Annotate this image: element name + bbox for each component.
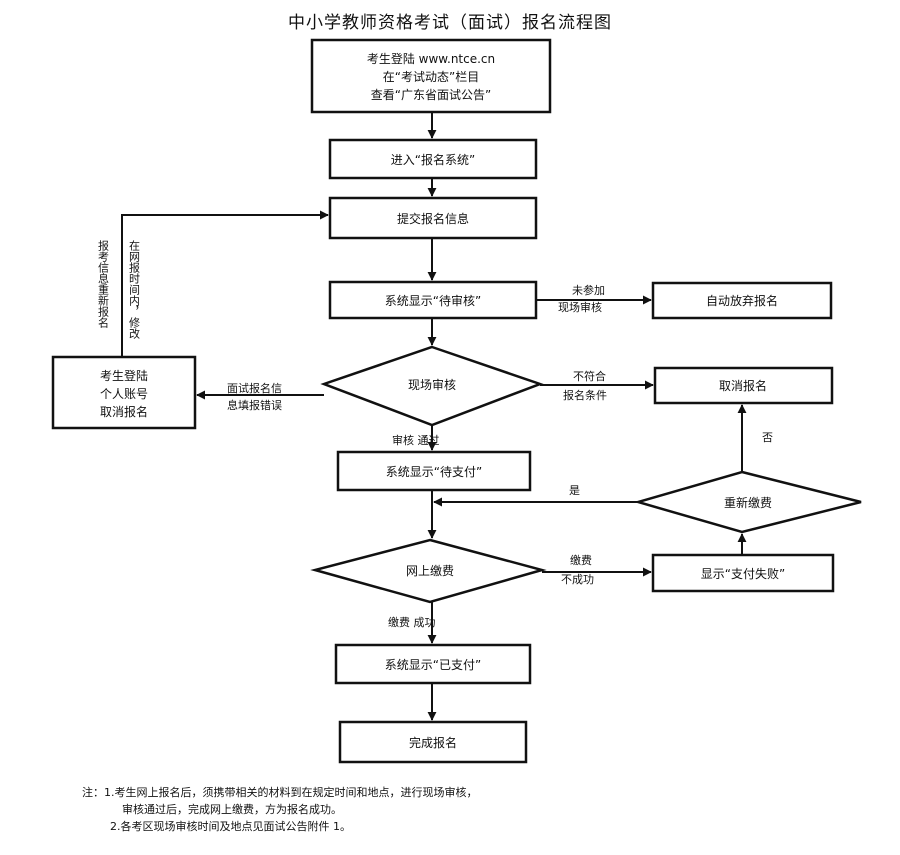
online-payment-diamond <box>310 538 547 604</box>
auto-abandon-box <box>651 281 833 320</box>
edge-label-not-qualified-1: 不符合 <box>573 369 606 383</box>
enter-system-label: 进入“报名系统” <box>391 152 475 167</box>
submit-info-box <box>328 196 538 240</box>
edge-label-yes: 是 <box>569 484 580 497</box>
login-cancel-line3: 取消报名 <box>100 404 148 419</box>
login-site-box <box>310 38 552 114</box>
edge-label-not-qualified-2: 报名条件 <box>563 388 607 402</box>
edge-label-review-pass: 审核 通过 <box>392 433 440 447</box>
repay-diamond <box>633 470 862 534</box>
edge-label-info-error-1: 面试报名信 <box>227 381 282 395</box>
edge-login-cancel-to-submit <box>121 210 329 357</box>
login-site-line3: 查看“广东省面试公告” <box>371 87 491 102</box>
edge-label-not-attend-1: 未参加 <box>572 283 605 297</box>
cancel-registration-label: 取消报名 <box>719 378 767 393</box>
paid-label: 系统显示“已支付” <box>385 658 481 672</box>
pending-review-label: 系统显示“待审核” <box>385 293 481 308</box>
ntce-link[interactable]: www.ntce.cn <box>419 52 495 66</box>
cancel-registration-box <box>653 366 834 405</box>
edge-label-pay-fail-2: 不成功 <box>561 573 594 586</box>
edge-label-no: 否 <box>762 431 773 444</box>
onsite-review-label: 现场审核 <box>408 377 456 392</box>
repay-label: 重新缴费 <box>724 495 772 510</box>
pending-payment-box <box>336 450 532 492</box>
pending-payment-label: 系统显示“待支付” <box>386 465 482 479</box>
edge-label-pay-fail-1: 缴费 <box>570 553 592 567</box>
footnotes: 注：1.考生网上报名后，须携带相关的材料到在规定时间和地点，进行现场审核， 审核… <box>82 784 478 835</box>
note-line-3: 2.各考区现场审核时间及地点见面试公告附件 1。 <box>110 820 351 833</box>
login-cancel-line2: 个人账号 <box>100 387 148 401</box>
edge-label-reregister-col1: 报考信息重新报名 <box>97 239 110 328</box>
payment-failed-box <box>651 553 835 593</box>
edge-label-reregister-col2: 在网报时间内，修改 <box>128 240 141 340</box>
login-cancel-line1: 考生登陆 <box>100 368 148 383</box>
edge-label-pay-success: 缴费 成功 <box>388 615 436 629</box>
auto-abandon-label: 自动放弃报名 <box>706 293 778 308</box>
login-cancel-box <box>51 355 197 430</box>
submit-info-label: 提交报名信息 <box>397 211 469 226</box>
note-line-1: 注：1.考生网上报名后，须携带相关的材料到在规定时间和地点，进行现场审核， <box>82 786 478 799</box>
complete-box <box>338 720 528 764</box>
payment-failed-label: 显示“支付失败” <box>701 566 785 581</box>
page-title: 中小学教师资格考试（面试）报名流程图 <box>288 13 612 33</box>
login-site-line1: 考生登陆 www.ntce.cn <box>367 51 495 66</box>
edge-label-info-error-2: 息填报错误 <box>227 398 282 412</box>
online-payment-label: 网上缴费 <box>406 563 454 578</box>
paid-box <box>334 643 532 685</box>
login-site-line2: 在“考试动态”栏目 <box>383 69 479 84</box>
edge-label-not-attend-2: 现场审核 <box>558 300 602 314</box>
complete-label: 完成报名 <box>409 735 457 750</box>
note-line-2: 审核通过后，完成网上缴费，方为报名成功。 <box>122 803 342 816</box>
